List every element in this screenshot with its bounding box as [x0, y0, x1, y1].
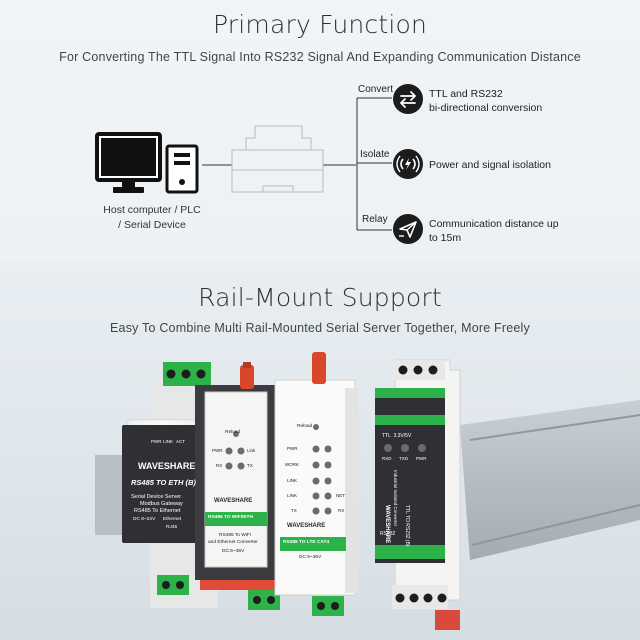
isolation-signal-icon — [393, 149, 423, 179]
wifi-line2: and Ethernet Converter — [208, 540, 258, 545]
wifi-led-tx: TX — [247, 463, 253, 468]
device-rs485-lte — [274, 352, 359, 616]
rail-mount-title: Rail-Mount Support — [198, 283, 442, 312]
primary-function-section — [0, 0, 640, 262]
ttl-led-pwr: PWR — [416, 456, 427, 461]
eth-model: RS485 TO ETH (B) — [131, 478, 196, 487]
connection-diagram — [95, 97, 392, 231]
ttl-port: RS232 — [380, 531, 396, 537]
eth-line3: RS485 To Ethernet — [134, 508, 181, 514]
host-label: Host computer / PLC / Serial Device — [92, 203, 212, 233]
rail-mount-subtitle: Easy To Combine Multi Rail-Mounted Seria… — [110, 321, 530, 335]
device-rs485-wifi — [195, 362, 280, 610]
feature-text-relay-line1: Communication distance up — [429, 218, 559, 230]
eth-line2: Modbus Gateway — [140, 501, 183, 507]
feature-text-convert: TTL and RS232 bi-directional conversion — [429, 87, 542, 115]
lte-led-rx: RX — [338, 508, 345, 513]
lte-model: RS485 TO LTE CAT4 — [283, 540, 330, 545]
ttl-led-txd: TXD — [399, 456, 408, 461]
relay-send-icon — [393, 214, 423, 244]
wifi-led-rx: RX — [216, 463, 223, 468]
feature-text-isolate: Power and signal isolation — [429, 158, 551, 172]
wifi-power: DC:5~36V — [222, 549, 245, 554]
lte-reload: Reload — [297, 424, 313, 429]
wifi-reload: Reload — [225, 430, 241, 435]
wifi-led-pwr: PWR — [212, 448, 223, 453]
branch-label-relay: Relay — [362, 214, 388, 225]
host-label-line2: / Serial Device — [118, 219, 186, 231]
lte-led-tx: TX — [291, 508, 297, 513]
wifi-line1: RS485 To WiFi — [219, 533, 251, 538]
lte-net: NET — [336, 493, 345, 498]
branch-label-convert: Convert — [358, 84, 394, 95]
feature-text-relay-line2: to 15m — [429, 232, 462, 244]
branch-label-isolate: Isolate — [360, 149, 390, 160]
lte-led-work: WORK — [285, 462, 299, 467]
feature-text-relay: Communication distance up to 15m — [429, 217, 559, 245]
eth-port: Ethernet — [163, 517, 182, 522]
eth-power: DC 8~24V — [133, 517, 156, 522]
wifi-led-link: Link — [247, 448, 256, 453]
monitor-icon — [95, 132, 162, 193]
feature-text-convert-line1: TTL and RS232 — [429, 88, 503, 100]
eth-port2: RJ45 — [166, 525, 178, 530]
eth-line1: Serial Device Server — [131, 494, 182, 500]
computer-tower-icon — [165, 144, 199, 194]
primary-function-subtitle: For Converting The TTL Signal Into RS232… — [59, 50, 581, 64]
eth-led-link: LINK — [163, 439, 174, 444]
host-label-line1: Host computer / PLC — [103, 204, 201, 216]
ttl-brand: WAVESHARE — [384, 505, 390, 544]
lte-led-pwr: PWR — [287, 446, 298, 451]
eth-led-pwr: PWR — [151, 439, 162, 444]
wifi-brand: WAVESHARE — [214, 498, 253, 504]
lte-brand: WAVESHARE — [287, 523, 326, 529]
feature-text-convert-line2: bi-directional conversion — [429, 102, 543, 114]
eth-brand: WAVESHARE — [138, 461, 196, 471]
primary-function-title: Primary Function — [212, 10, 428, 39]
bidirectional-arrows-icon — [393, 84, 423, 114]
converter-outline-icon — [231, 125, 324, 193]
ttl-header: TTL 3.3V/5V — [382, 433, 412, 439]
lte-power: DC:9~36V — [299, 555, 322, 560]
ttl-model: TTL TO RS232 (B) — [404, 505, 410, 547]
feature-text-isolate-line1: Power and signal isolation — [429, 159, 551, 171]
lte-led-link2: LINK — [287, 493, 298, 498]
ttl-led-rxd: RXD — [382, 456, 392, 461]
din-rail — [95, 400, 640, 560]
device-ttl-rs232 — [375, 359, 461, 630]
eth-led-act: ACT — [176, 439, 185, 444]
wifi-model: RS485 TO WIFI/ETH — [208, 515, 253, 520]
ttl-desc: Industrial Isolated Converter — [393, 470, 398, 527]
lte-led-link1: LINK — [287, 478, 298, 483]
